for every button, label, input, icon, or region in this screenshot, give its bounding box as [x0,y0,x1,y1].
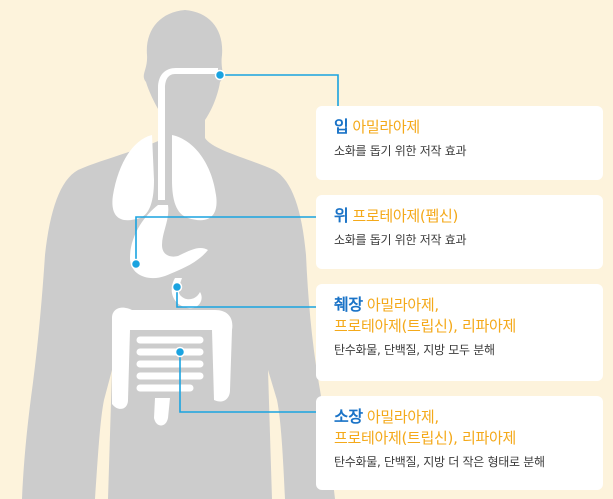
stomach-marker-dot [132,260,141,269]
enzyme-line: 아밀라아제, [367,296,439,314]
enzyme-line: 아밀라아제, [367,408,439,426]
callout-description: 탄수화물, 단백질, 지방 더 작은 형태로 분해 [334,454,603,470]
callout-stomach: 위프로테아제(펩신) 소화를 돕기 위한 저작 효과 [316,195,603,269]
leader-mouth [220,75,338,106]
organ-name: 췌장 [334,295,363,314]
callout-description: 소화를 돕기 위한 저작 효과 [334,143,603,159]
callout-title: 입아밀라아제 [334,116,603,138]
body-silhouette [22,10,335,499]
organ-name: 입 [334,117,348,136]
callout-description: 소화를 돕기 위한 저작 효과 [334,232,603,248]
left-lung [112,135,154,220]
callout-small-intestine: 소장아밀라아제, 프로테아제(트립신), 리파아제 탄수화물, 단백질, 지방 … [316,396,603,490]
callout-title: 췌장아밀라아제, [334,294,603,316]
small-intestine-marker-dot [176,348,185,357]
mouth-marker-dot [216,71,225,80]
enzyme-line: 프로테아제(펩신) [352,207,458,225]
callout-title: 소장아밀라아제, [334,406,603,428]
organ-name: 소장 [334,407,363,426]
callout-mouth: 입아밀라아제 소화를 돕기 위한 저작 효과 [316,106,603,180]
pancreas-marker-dot [173,283,182,292]
callout-title: 위프로테아제(펩신) [334,205,603,227]
callout-description: 탄수화물, 단백질, 지방 모두 분해 [334,342,603,358]
enzyme-line: 아밀라아제 [352,118,420,136]
enzyme-line: 프로테아제(트립신), 리파아제 [334,316,603,337]
callout-pancreas: 췌장아밀라아제, 프로테아제(트립신), 리파아제 탄수화물, 단백질, 지방 … [316,284,603,381]
enzyme-line: 프로테아제(트립신), 리파아제 [334,428,603,449]
organ-name: 위 [334,206,348,225]
